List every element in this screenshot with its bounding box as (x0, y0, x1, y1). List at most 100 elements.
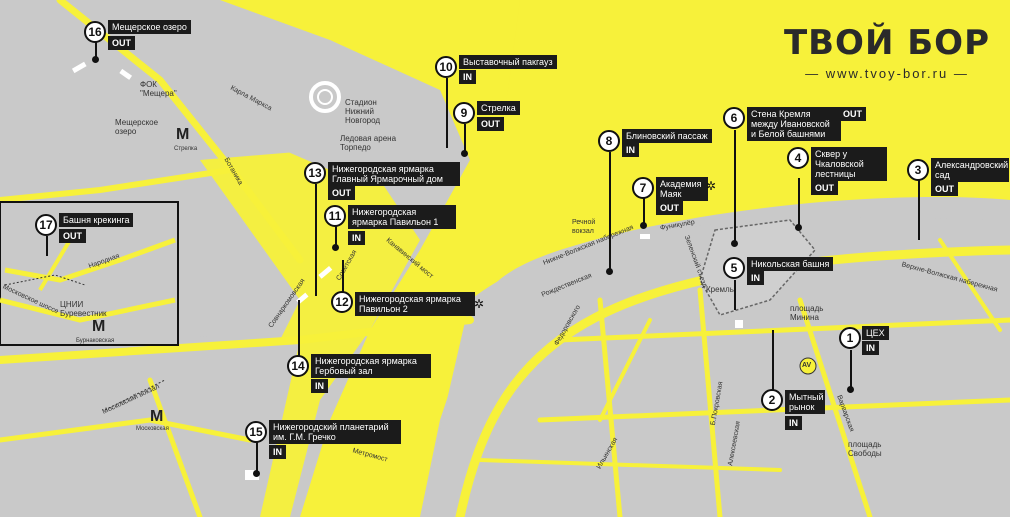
venue-marker-16[interactable]: 16 (84, 21, 106, 43)
road-9 (797, 297, 873, 517)
pin-11 (335, 226, 337, 246)
pin-6 (734, 130, 736, 242)
venue-label-4[interactable]: Сквер у Чкаловской лестницы (811, 147, 887, 181)
venue-mode-9: OUT (477, 117, 504, 131)
venue-label-10[interactable]: Выставочный пакгауз (459, 55, 557, 69)
pin-3 (918, 180, 920, 240)
pin-2 (772, 330, 774, 390)
venue-marker-5[interactable]: 5 (723, 257, 745, 279)
logo: ТВОЙ БОР — www.tvoy-bor.ru — (784, 26, 990, 81)
dot-4 (795, 224, 802, 231)
venue-mode-4: OUT (811, 181, 838, 195)
venue-marker-1[interactable]: 1 (839, 327, 861, 349)
sparkle-icon-12: ✲ (474, 297, 485, 311)
venue-marker-12[interactable]: 12 (331, 291, 353, 313)
pin-17 (46, 236, 48, 256)
dot-6 (731, 240, 738, 247)
venue-marker-11[interactable]: 11 (324, 205, 346, 227)
venue-mode-15: IN (269, 445, 286, 459)
venue-label-7[interactable]: Академия Маяк (656, 177, 708, 201)
road-4 (0, 167, 233, 203)
venue-label-1[interactable]: ЦЕХ (862, 326, 889, 340)
venue-mode-16: OUT (108, 36, 135, 50)
venue-label-8[interactable]: Блиновский пассаж (622, 129, 712, 143)
place-fok: ФОК "Мещера" (140, 80, 177, 98)
venue-mode-14: IN (311, 379, 328, 393)
venue-marker-8[interactable]: 8 (598, 130, 620, 152)
stadium-ring (309, 81, 341, 113)
place-kremlin: Кремль (706, 285, 734, 294)
venue-label-12[interactable]: Нижегородская ярмарка Павильон 2 (355, 292, 475, 316)
logo-title: ТВОЙ БОР (783, 23, 990, 63)
venue-marker-4[interactable]: 4 (787, 147, 809, 169)
venue-mode-1: IN (862, 341, 879, 355)
venue-marker-6[interactable]: 6 (723, 107, 745, 129)
metro-icon-moskovskaya: M (150, 408, 164, 425)
place-stadium: Стадион Нижний Новгород (345, 98, 381, 125)
venue-marker-3[interactable]: 3 (907, 159, 929, 181)
venue-mode-7: OUT (656, 201, 683, 215)
land-city (420, 217, 1010, 517)
venue-label-17[interactable]: Башня крекинга (59, 213, 134, 227)
metro-icon-burnakovskaya: M (92, 318, 106, 335)
venue-mode-2: IN (785, 416, 802, 430)
sparkle-icon-7: ✲ (706, 179, 717, 193)
venue-label-16[interactable]: Мещерское озеро (108, 20, 191, 34)
venue-label-14[interactable]: Нижегородская ярмарка Гербовый зал (311, 354, 431, 378)
venue-marker-10[interactable]: 10 (435, 56, 457, 78)
dot-15 (253, 470, 260, 477)
venue-label-2[interactable]: Мытный рынок (785, 390, 825, 414)
venue-marker-9[interactable]: 9 (453, 102, 475, 124)
venue-marker-13[interactable]: 13 (304, 162, 326, 184)
venue-mode-5: IN (747, 271, 764, 285)
venue-label-6[interactable]: Стена Кремля между Ивановской и Белой ба… (747, 107, 841, 141)
metro-burnakovskaya: Бурнаковская (76, 338, 115, 344)
pin-13 (315, 184, 317, 296)
venue-mode-17: OUT (59, 229, 86, 243)
metro-moskovskaya: Московская (136, 426, 169, 432)
place-minin: площадь Минина (790, 304, 824, 322)
place-station: Речной вокзал (572, 219, 596, 235)
venue-mode-13: OUT (328, 186, 355, 200)
pin-8 (609, 152, 611, 270)
pin-14 (298, 300, 300, 356)
venue-label-5[interactable]: Никольская башня (747, 257, 834, 271)
road-main-1 (455, 245, 1010, 517)
venue-marker-7[interactable]: 7 (632, 177, 654, 199)
venue-label-13[interactable]: Нижегородская ярмарка Главный Ярмарочный… (328, 162, 460, 186)
venue-marker-15[interactable]: 15 (245, 421, 267, 443)
dot-11 (332, 244, 339, 251)
road-6 (697, 287, 723, 517)
venue-marker-17[interactable]: 17 (35, 214, 57, 236)
land-strelka (230, 40, 460, 170)
dot-16 (92, 56, 99, 63)
land-south (0, 330, 300, 517)
dot-1 (847, 386, 854, 393)
pin-7 (643, 198, 645, 224)
pin-10 (446, 78, 448, 148)
road-10 (478, 458, 782, 472)
venue-label-15[interactable]: Нижегородский планетарий им. Г.М. Гречко (269, 420, 401, 444)
metro-strelka: Стрелка (174, 146, 198, 152)
pin-15 (256, 442, 258, 472)
venue-marker-2[interactable]: 2 (761, 389, 783, 411)
venue-label-9[interactable]: Стрелка (477, 101, 520, 115)
dot-9 (461, 150, 468, 157)
venue-marker-14[interactable]: 14 (287, 355, 309, 377)
street-av: AV (802, 362, 812, 369)
venue-label-11[interactable]: Нижегородская ярмарка Павильон 1 (348, 205, 456, 229)
dot-8 (606, 268, 613, 275)
av-badge-circle (799, 357, 817, 375)
venue-mode-3: OUT (931, 182, 958, 196)
venue-mode-10: IN (459, 70, 476, 84)
road-14 (938, 238, 1002, 332)
pin-4 (798, 178, 800, 226)
venue-mode-6: OUT (839, 107, 866, 121)
place-cnii: ЦНИИ Буревестник (60, 300, 107, 318)
place-svoboda: площадь Свободы (848, 440, 882, 458)
pin-12 (342, 260, 344, 292)
venue-mode-8: IN (622, 143, 639, 157)
venue-label-3[interactable]: Александровский сад (931, 158, 1009, 182)
road-7 (557, 317, 1010, 343)
